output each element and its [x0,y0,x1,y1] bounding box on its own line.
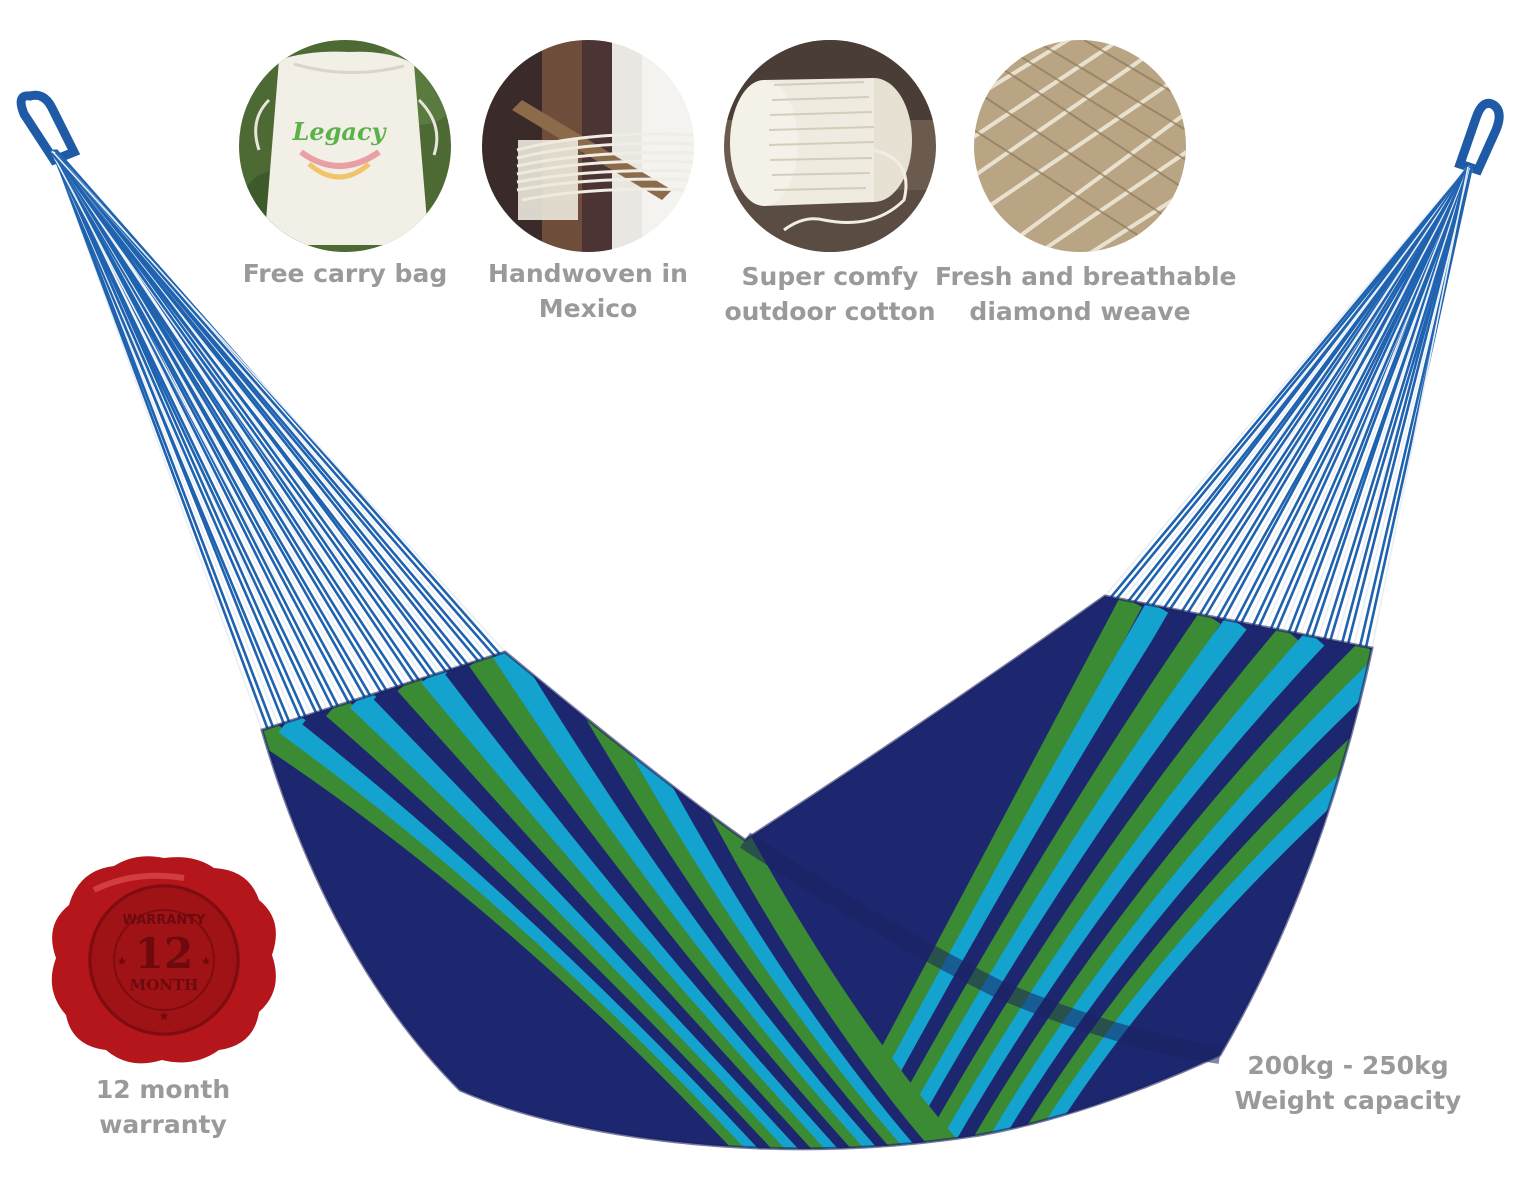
weight-capacity-caption: 200kg - 250kg Weight capacity [1232,1048,1464,1118]
cotton-spool-icon [724,40,936,252]
svg-text:★: ★ [159,1009,170,1023]
feature-caption-line: diamond weave [969,297,1191,326]
warranty-caption: 12 month warranty [60,1072,266,1142]
warranty-caption-line: warranty [99,1110,227,1139]
feature-caption-line: Fresh and breathable [935,262,1237,291]
svg-text:★: ★ [117,954,128,968]
right-hanging-loop [1454,98,1504,176]
warranty-caption-line: 12 month [95,1075,231,1104]
feature-carry-bag: Legacy Free carry bag [238,40,452,291]
weight-range-text: 200kg - 250kg [1247,1051,1449,1080]
svg-text:Legacy: Legacy [291,117,387,146]
carry-bag-icon: Legacy [239,40,451,252]
svg-text:12: 12 [135,929,193,978]
feature-cotton: Super comfy outdoor cotton [714,40,946,329]
svg-text:MONTH: MONTH [130,976,199,994]
left-hanging-loop [16,90,81,166]
left-suspension-strings [50,149,506,731]
svg-text:★: ★ [201,954,212,968]
right-suspension-strings [1104,165,1474,649]
diamond-weave-icon [974,40,1186,252]
feature-caption-line: Super comfy [741,262,919,291]
svg-text:WARRANTY: WARRANTY [122,913,206,928]
warranty-seal-icon: WARRANTY 12 MONTH ★ ★ ★ [44,850,284,1070]
loom-icon [482,40,694,252]
feature-caption-line: Mexico [538,294,638,323]
feature-caption-line: Free carry bag [242,259,448,288]
feature-caption-line: outdoor cotton [724,297,936,326]
feature-handwoven: Handwoven in Mexico [478,40,698,326]
feature-diamond-weave: Fresh and breathable diamond weave [935,40,1237,329]
feature-caption-line: Handwoven in [488,259,688,288]
weight-capacity-label: Weight capacity [1234,1086,1462,1115]
